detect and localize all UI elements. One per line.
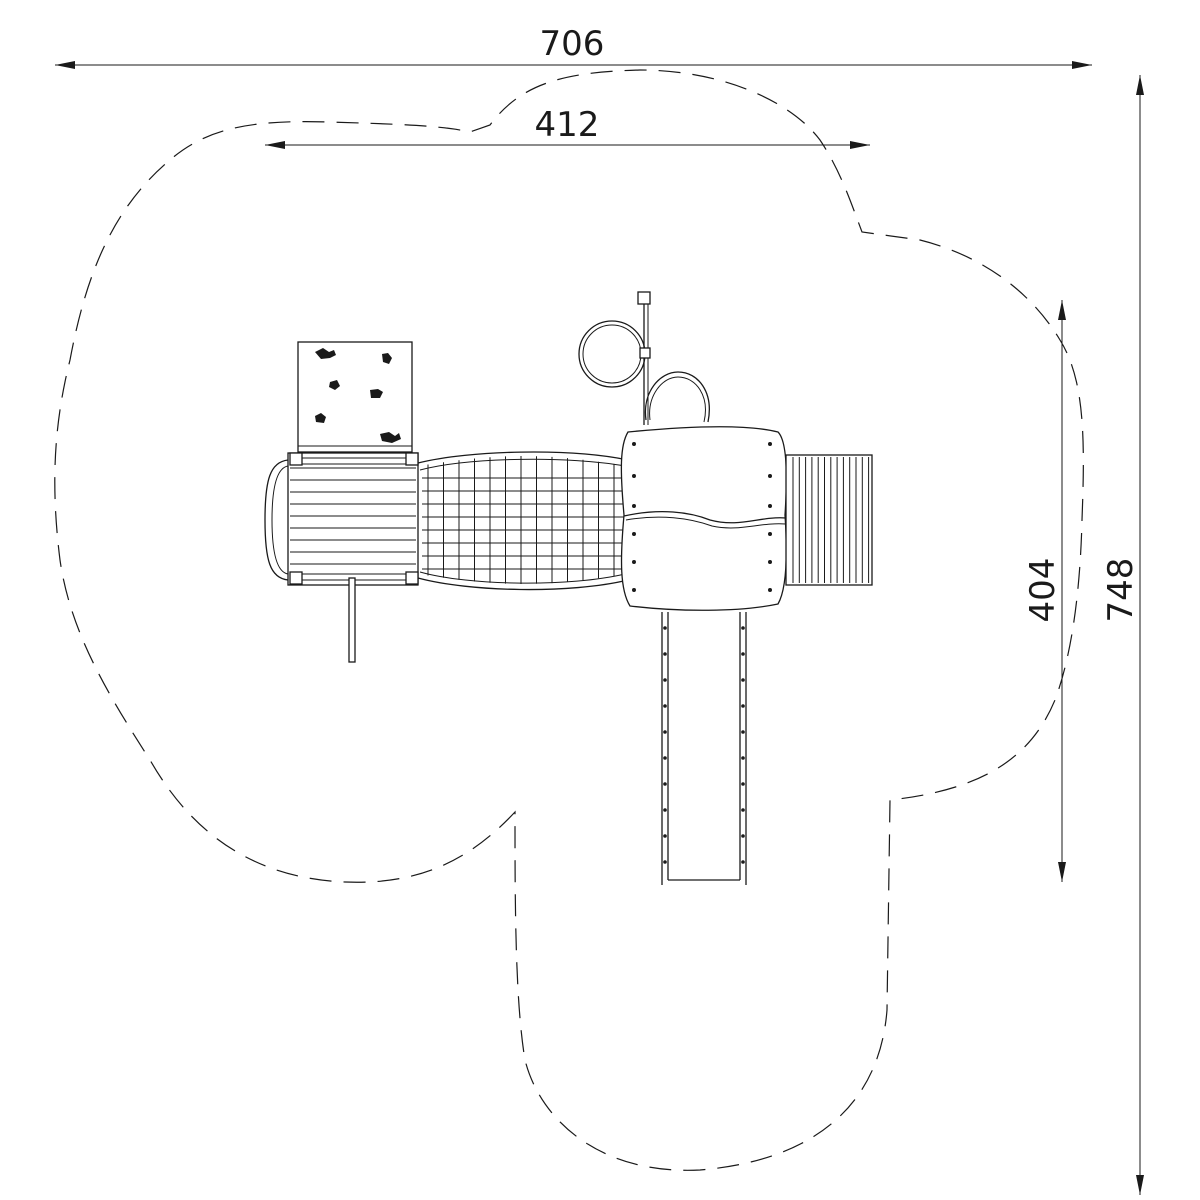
access-ladder — [785, 454, 873, 586]
roof-bolts — [632, 442, 772, 592]
play-panel-rings — [578, 291, 710, 425]
overall-depth-dimension: 748 — [1101, 75, 1144, 1195]
inner-depth-label: 404 — [1023, 558, 1063, 623]
tower-roof — [620, 426, 787, 611]
climbing-wall — [297, 341, 413, 453]
overall-width-label: 706 — [540, 24, 605, 64]
slide — [661, 612, 747, 885]
inner-width-dimension: 412 — [265, 105, 870, 149]
climbing-holds — [315, 348, 401, 443]
left-deck-platform — [264, 452, 419, 586]
inner-width-label: 412 — [535, 105, 600, 145]
overall-depth-label: 748 — [1101, 558, 1141, 623]
net-bridge — [417, 451, 629, 591]
pole — [348, 577, 356, 663]
deck-planks — [290, 467, 416, 565]
inner-depth-dimension: 404 — [1023, 300, 1066, 882]
net-grid — [422, 456, 624, 584]
safety-zone-outline — [54, 69, 1084, 1171]
overall-width-dimension: 706 — [55, 24, 1092, 69]
